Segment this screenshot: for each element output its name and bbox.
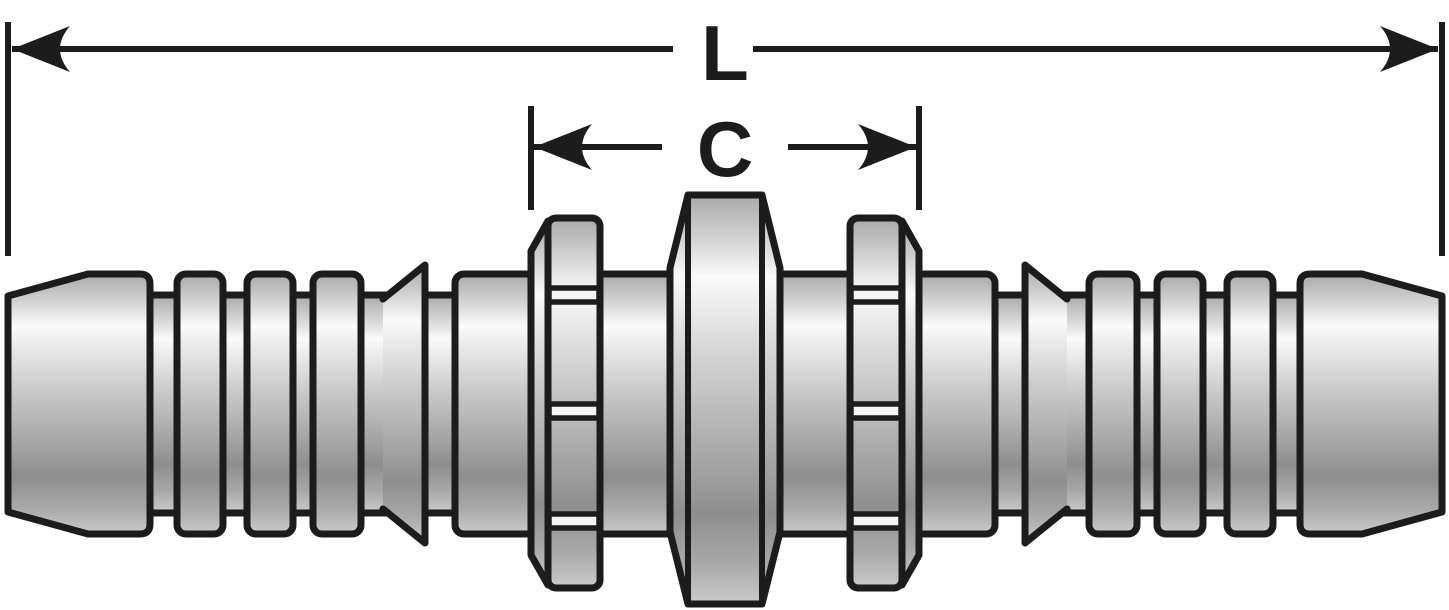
dim-label-overall-length: L (701, 9, 749, 97)
collar-slot (546, 401, 602, 421)
fitting-left-half (4, 214, 686, 592)
barb-cone (379, 261, 429, 547)
fitting-right-half (768, 218, 1442, 588)
barb-rib (173, 270, 227, 538)
collar-slot (546, 511, 602, 531)
fitting-body (4, 191, 1442, 608)
dim-label-cutoff-length: C (697, 105, 753, 193)
dimension-annotations: L C (5, 9, 1445, 256)
end-cap (4, 270, 154, 538)
barb-rib (309, 270, 365, 538)
barb-rib (243, 270, 297, 538)
collar-slot (546, 285, 602, 305)
